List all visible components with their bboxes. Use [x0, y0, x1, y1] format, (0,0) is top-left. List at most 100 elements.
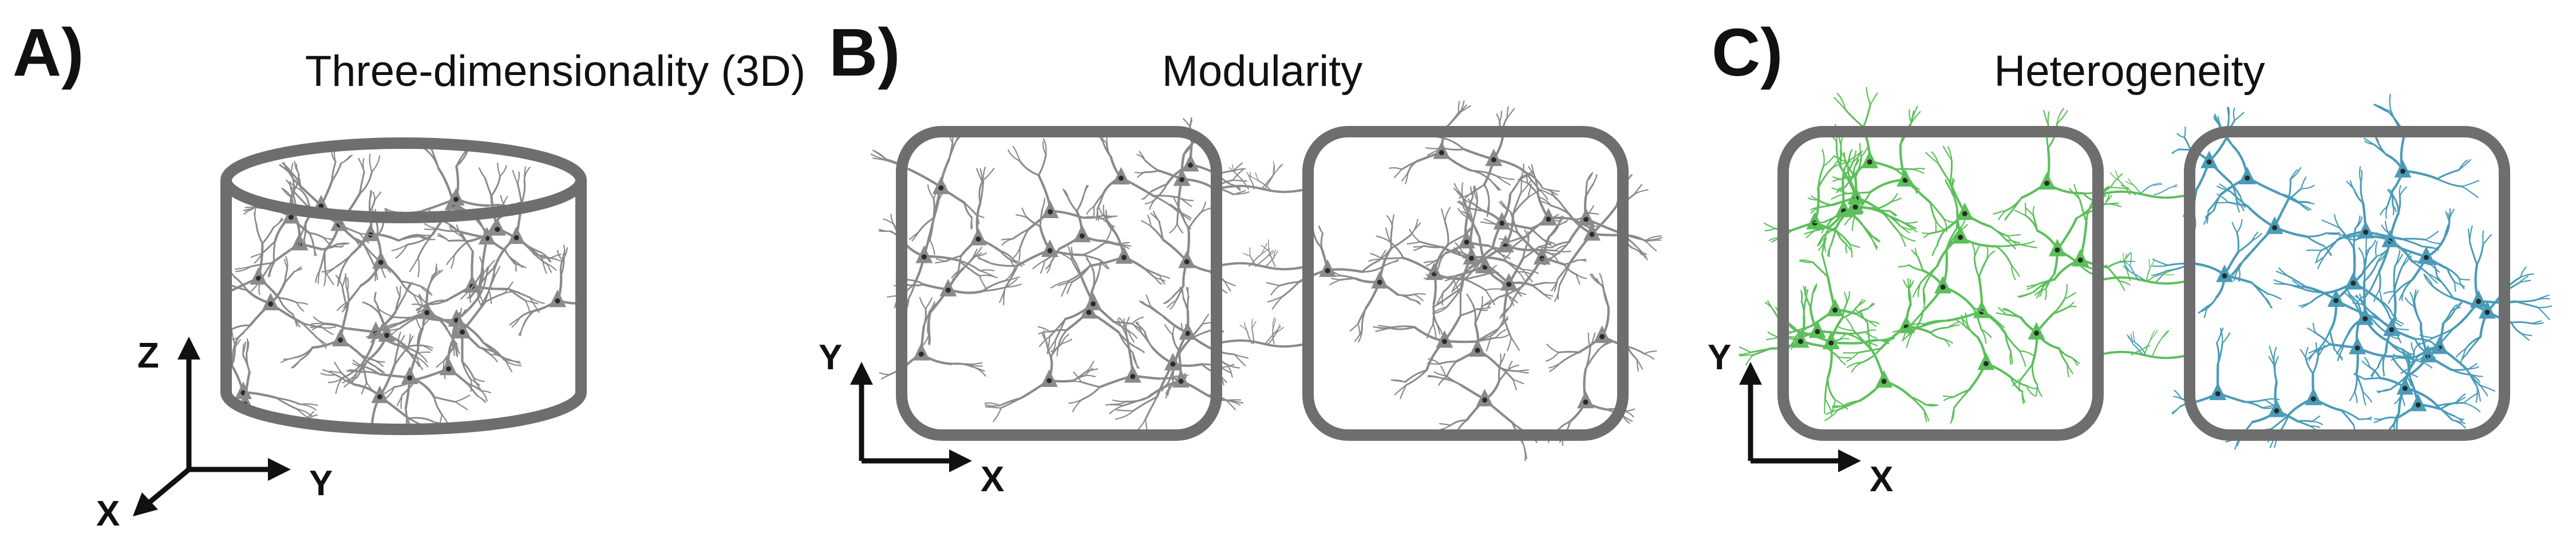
- dendrite: [461, 360, 475, 379]
- neuron: [1739, 289, 1851, 366]
- dendrite: [2300, 176, 2307, 189]
- dendrite: [1428, 375, 1443, 379]
- dendrite: [1227, 364, 1233, 378]
- dendrite: [2362, 391, 2366, 406]
- dendrite: [1645, 240, 1657, 251]
- soma-nucleus: [2350, 281, 2356, 286]
- dendrite: [2012, 378, 2022, 386]
- neuron: [2225, 345, 2323, 450]
- dendrite: [357, 432, 372, 451]
- dendrite: [2064, 284, 2068, 299]
- dendrite: [2459, 278, 2465, 290]
- dendrite: [1522, 246, 1540, 259]
- dendrite: [378, 322, 401, 333]
- soma-nucleus: [453, 196, 459, 202]
- dendrite: [1481, 299, 1492, 308]
- dendrite: [1459, 200, 1469, 209]
- dendrite: [927, 331, 930, 343]
- dendrite: [417, 233, 434, 259]
- dendrite: [1910, 396, 1925, 412]
- dendrite: [2176, 133, 2185, 138]
- dendrite: [2387, 231, 2400, 248]
- dendrite: [348, 453, 360, 467]
- dendrite: [1971, 244, 1976, 259]
- dendrite: [290, 172, 295, 191]
- dendrite: [1832, 176, 1842, 180]
- dendrite: [2018, 240, 2035, 246]
- dendrite: [489, 354, 498, 362]
- dendrite: [1137, 171, 1145, 178]
- dendrite: [1405, 369, 1428, 386]
- dendrite: [1231, 164, 1238, 176]
- dendrite: [446, 254, 455, 265]
- dendrite: [2152, 264, 2169, 267]
- dendrite: [2243, 401, 2263, 409]
- dendrite: [2319, 330, 2331, 349]
- dendrite: [488, 266, 496, 291]
- dendrite: [2010, 264, 2016, 281]
- dendrite: [1384, 259, 1399, 266]
- dendrite: [2150, 258, 2155, 268]
- dendrite: [2002, 309, 2011, 313]
- soma-nucleus: [1589, 231, 1595, 237]
- dendrite: [1274, 326, 1282, 333]
- dendrite: [2205, 296, 2218, 310]
- dendrite: [1645, 236, 1662, 242]
- dendrite: [602, 302, 611, 306]
- dendrite: [1922, 289, 1926, 308]
- dendrite: [2236, 199, 2240, 213]
- dendrite: [2019, 350, 2034, 356]
- dendrite: [2374, 240, 2378, 258]
- dendrite: [1818, 226, 1828, 231]
- dendrite: [2436, 405, 2453, 421]
- dendrite: [2290, 167, 2301, 180]
- dendrite: [1510, 337, 1520, 351]
- z-axis-label: Z: [137, 336, 159, 376]
- dendrite: [246, 352, 251, 373]
- dendrite: [2436, 177, 2463, 188]
- soma-nucleus: [2402, 385, 2408, 391]
- dendrite: [1588, 205, 1594, 214]
- dendrite: [1860, 223, 1872, 239]
- dendrite: [283, 162, 290, 174]
- soma-nucleus: [918, 352, 924, 357]
- neuron: [1135, 133, 1250, 234]
- dendrite: [2056, 108, 2065, 125]
- dendrite: [1888, 210, 1896, 217]
- dendrite: [2374, 104, 2392, 112]
- dendrite: [2448, 208, 2451, 220]
- neuron: [2419, 225, 2553, 359]
- dendrite: [320, 373, 337, 376]
- neuron: [1001, 138, 1118, 261]
- dendrite: [1836, 92, 1846, 110]
- dendrite: [469, 271, 483, 291]
- dendrite: [1932, 244, 1938, 256]
- dendrite: [268, 262, 275, 278]
- dendrite: [957, 255, 962, 273]
- dendrite: [1890, 198, 1902, 203]
- dendrite: [2377, 298, 2391, 319]
- panel-c-letter: C): [1712, 15, 1783, 90]
- dendrite: [1841, 306, 1858, 319]
- dendrite: [2205, 210, 2215, 218]
- dendrite: [2047, 111, 2050, 126]
- dendrite: [255, 223, 263, 244]
- panel-c-title: Heterogeneity: [1994, 47, 2265, 96]
- inter-module-axon: [1216, 339, 1309, 348]
- dendrite: [1433, 252, 1447, 263]
- dendrite: [454, 394, 471, 402]
- dendrite: [303, 238, 309, 251]
- dendrite: [2510, 321, 2531, 325]
- dendrite: [2354, 390, 2358, 404]
- dendrite: [1169, 223, 1178, 234]
- dendrite: [1805, 230, 1815, 239]
- dendrite: [1996, 312, 2008, 315]
- dendrite: [2216, 327, 2224, 344]
- dendrite: [1543, 239, 1556, 245]
- dendrite: [335, 275, 343, 287]
- dendrite: [2052, 297, 2066, 315]
- dendrite: [2215, 342, 2220, 366]
- dendrite: [2355, 300, 2362, 318]
- neuron: [2306, 166, 2441, 269]
- neuron: [1389, 100, 1515, 191]
